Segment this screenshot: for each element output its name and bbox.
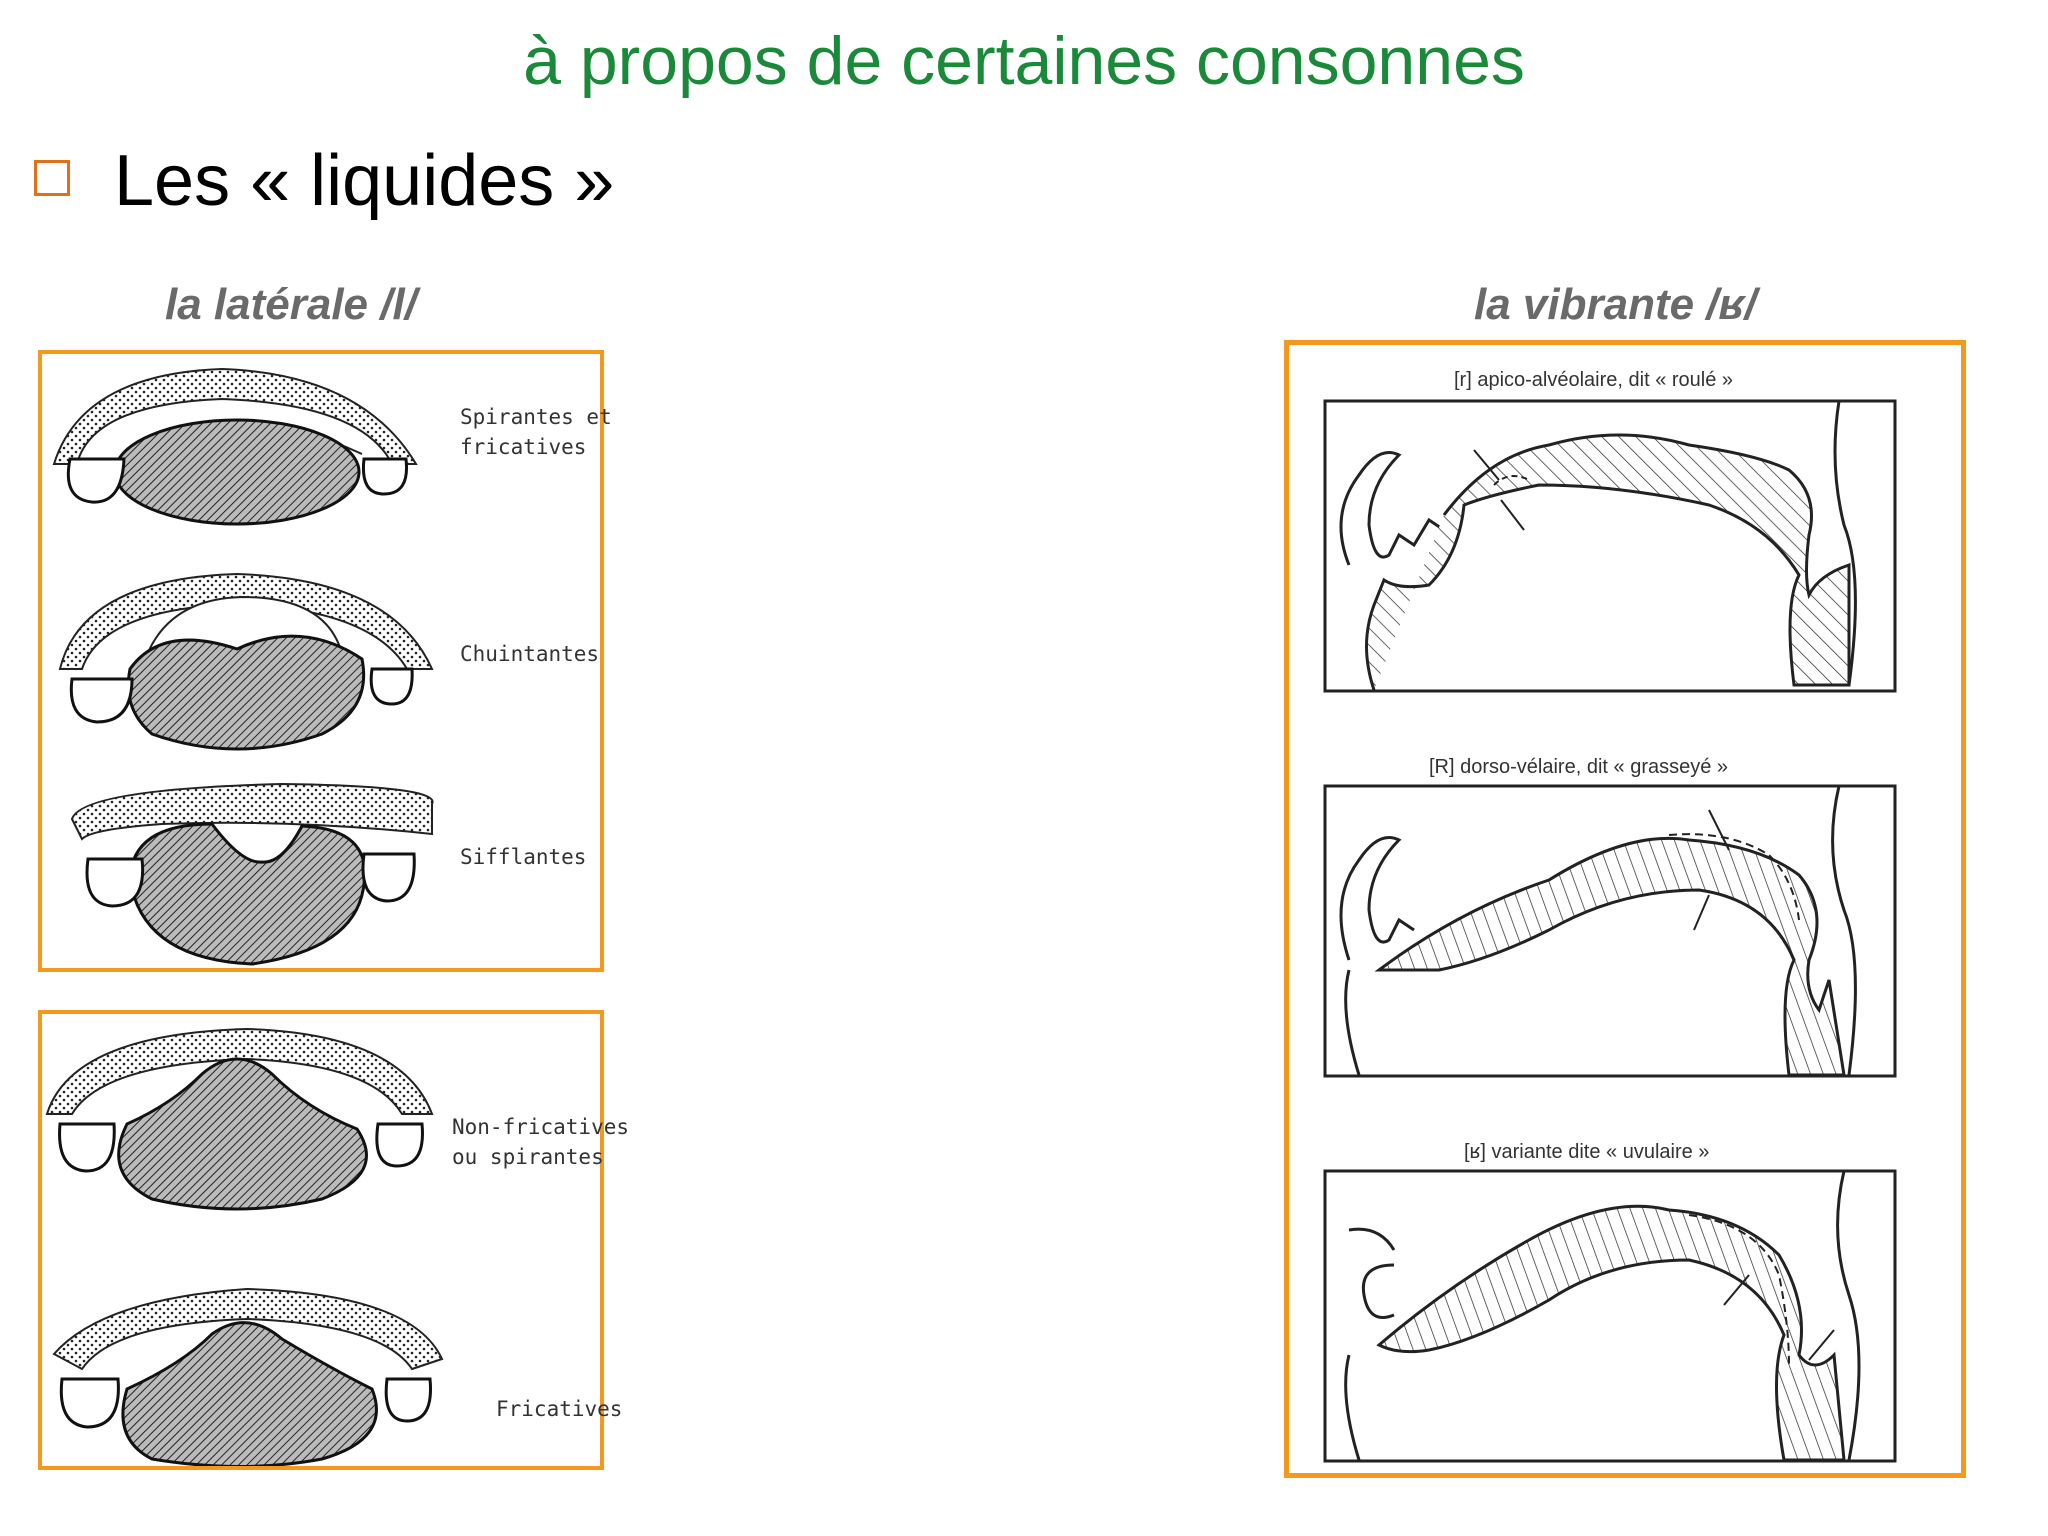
label-apico-alveolaire: [r] apico-alvéolaire, dit « roulé »: [1454, 369, 1734, 391]
slide-title: à propos de certaines consonnes: [523, 23, 1525, 99]
label-spirantes: Spirantes et fricatives: [460, 405, 612, 459]
chuintantes-diagram: [58, 572, 434, 751]
diagram-uvulaire: [1323, 1169, 1897, 1463]
label-fricatives: Fricatives: [496, 1397, 623, 1421]
caption-vibrante: la vibrante /ʁ/: [1474, 280, 1757, 329]
vibrante-panel: [r] apico-alvéolaire, dit « roulé » [R] …: [1284, 340, 1966, 1478]
non-fricatives-diagram: [45, 1027, 434, 1211]
tongue-cross-section-diagrams-1: [52, 367, 434, 966]
label-non-fricatives: Non-fricatives ou spirantes: [452, 1115, 630, 1169]
laterale-panel-2: Non-fricatives ou spirantes Fricatives: [38, 1010, 629, 1470]
bullet-item: Les « liquides »: [34, 140, 614, 222]
spirantes-diagram: [52, 367, 418, 526]
label-chuintantes: Chuintantes: [460, 642, 600, 666]
label-sifflantes: Sifflantes: [460, 845, 587, 869]
diagram-apico-alveolaire: [1323, 399, 1897, 693]
caption-laterale: la latérale /l/: [165, 280, 417, 329]
sagittal-diagrams: [1323, 399, 1897, 1463]
diagram-dorso-velaire: [1323, 784, 1897, 1078]
label-uvulaire: [ʁ] variante dite « uvulaire »: [1464, 1141, 1710, 1163]
laterale-panel-1: Spirantes et fricatives Chuintantes Siff…: [38, 350, 612, 972]
checkbox-bullet-icon: [34, 160, 78, 204]
bullet-text: Les « liquides »: [114, 141, 615, 221]
sifflantes-diagram: [70, 782, 434, 966]
fricatives-diagram: [52, 1287, 444, 1466]
label-dorso-velaire: [R] dorso-vélaire, dit « grasseyé »: [1429, 756, 1729, 778]
tongue-cross-section-diagrams-2: [45, 1027, 444, 1466]
